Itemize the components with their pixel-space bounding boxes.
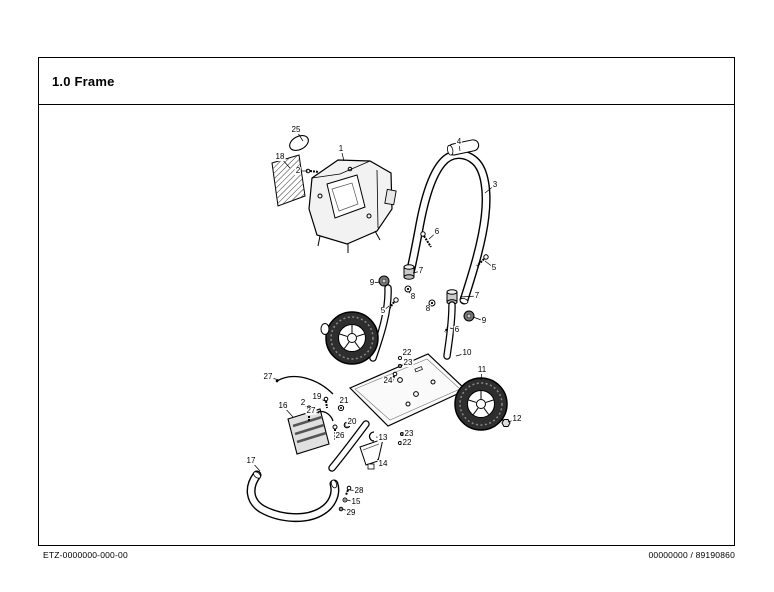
title-bar: 1.0 Frame xyxy=(39,58,734,105)
footer-document-number: ETZ-0000000-000-00 xyxy=(43,550,128,560)
footer-part-number: 00000000 / 89190860 xyxy=(648,550,735,560)
page-title: 1.0 Frame xyxy=(52,73,115,89)
drawing-frame-border: 1.0 Frame xyxy=(38,57,735,546)
